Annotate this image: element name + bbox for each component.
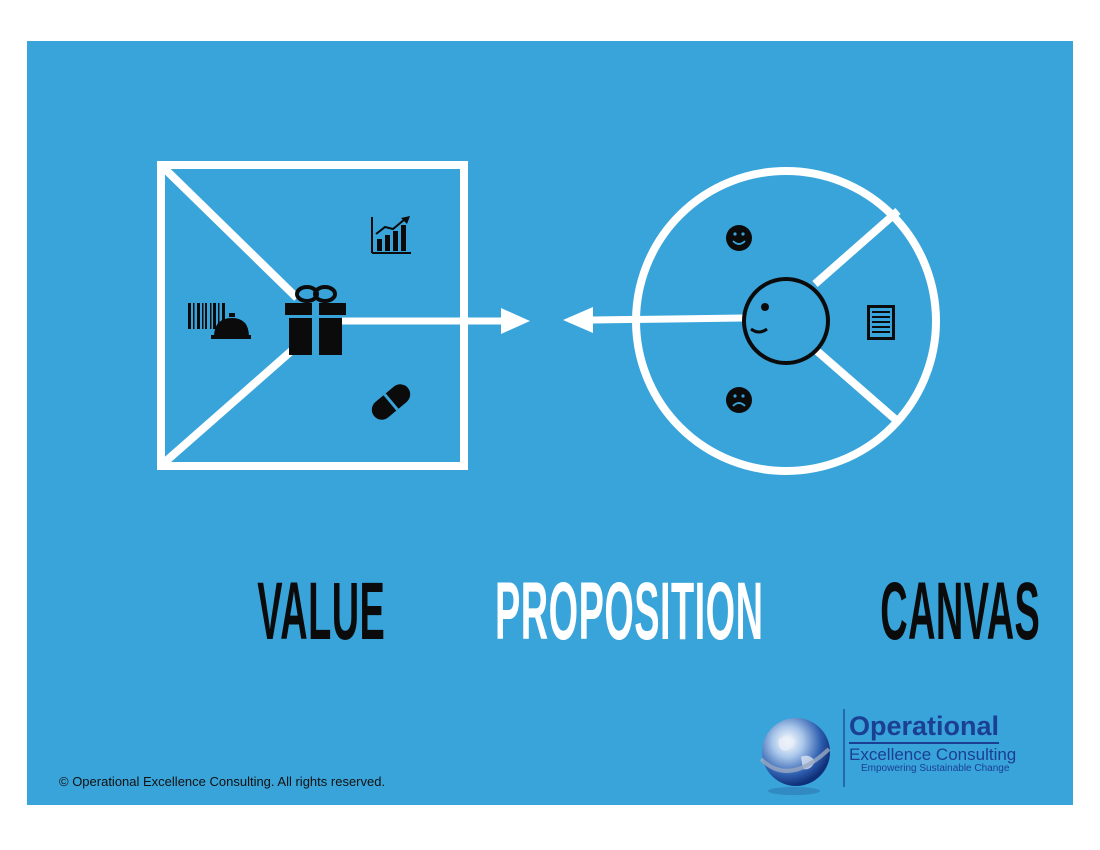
customer-face-icon: [742, 277, 830, 365]
title-word-canvas: CANVAS: [880, 566, 1041, 657]
page-title: VALUE PROPOSITION CANVAS: [27, 571, 1073, 653]
value-map-square: [157, 161, 468, 470]
canvas-diagram: [157, 161, 940, 475]
customer-profile-circle: [632, 167, 940, 475]
pill-icon: [371, 384, 411, 420]
customer-profile-line-top: [812, 207, 901, 288]
value-map-diagonal-top: [162, 166, 300, 301]
customer-profile-line-bottom: [814, 347, 898, 423]
title-word-value: VALUE: [257, 566, 386, 657]
slide: VALUE PROPOSITION CANVAS © Operational E…: [27, 41, 1073, 805]
copyright-notice: © Operational Excellence Consulting. All…: [59, 774, 386, 789]
company-logo: Operational Excellence Consulting Empowe…: [749, 709, 1059, 799]
checklist-icon: [867, 305, 895, 340]
growth-chart-icon: [371, 216, 411, 254]
gift-icon: [285, 285, 346, 355]
barcode-service-bell-icon: [188, 303, 251, 339]
arrow-left-icon: [563, 307, 744, 333]
customer-profile: [632, 167, 940, 475]
logo-subname: Excellence Consulting: [849, 745, 1017, 764]
frown-icon: [726, 387, 752, 413]
globe-icon: [759, 718, 831, 795]
arrow-right-icon: [342, 308, 530, 334]
value-map-diagonal-bottom: [162, 342, 300, 466]
title-word-proposition: PROPOSITION: [494, 566, 764, 657]
logo-tagline: Empowering Sustainable Change: [861, 762, 1010, 774]
value-map: [157, 161, 468, 470]
smiley-icon: [726, 225, 752, 251]
logo-name: Operational: [849, 713, 1000, 744]
